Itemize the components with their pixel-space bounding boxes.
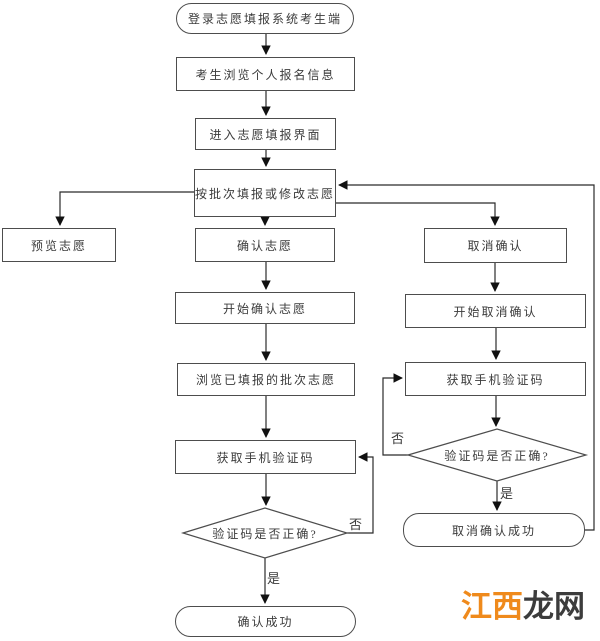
watermark-part1: 江西 — [461, 589, 523, 624]
edge-label-no-mid: 否 — [349, 517, 364, 532]
flow-node-fill-modify: 按批次填报或修改志愿 — [194, 169, 336, 217]
watermark-part2: 龙网 — [523, 589, 585, 624]
flow-node-enter-ui: 进入志愿填报界面 — [195, 118, 336, 150]
edge-fillmodify-preview — [55, 191, 194, 226]
flow-node-cancel-confirm: 取消确认 — [424, 228, 567, 263]
flow-node-confirm: 确认志愿 — [195, 228, 335, 262]
flow-node-start: 登录志愿填报系统考生端 — [176, 3, 354, 34]
decision-label-right: 验证码是否正确? — [444, 448, 550, 463]
decision-diamond-right — [405, 428, 589, 482]
edge-label-yes-right: 是 — [500, 486, 515, 501]
flow-node-cancel-success: 取消确认成功 — [403, 513, 585, 547]
edge-label-no-right: 否 — [391, 431, 406, 446]
edge-checkright-no-loop — [382, 373, 408, 456]
site-watermark: 江西龙网 — [461, 590, 585, 624]
edge-checkmid-no-loop — [347, 452, 374, 534]
edge-cancelsuccess-fillmodify — [338, 180, 595, 531]
flow-node-start-cancel: 开始取消确认 — [405, 294, 586, 328]
edge-fillmodify-cancel — [336, 202, 500, 226]
edge-label-yes-mid: 是 — [267, 571, 282, 586]
flow-node-get-code-right: 获取手机验证码 — [405, 362, 586, 396]
flow-node-browse-info: 考生浏览个人报名信息 — [176, 57, 355, 91]
flow-node-preview: 预览志愿 — [2, 228, 116, 262]
flow-node-start-confirm: 开始确认志愿 — [175, 292, 355, 324]
flow-node-browse-filled: 浏览已填报的批次志愿 — [177, 363, 355, 396]
decision-label-mid: 验证码是否正确? — [212, 526, 318, 541]
flow-node-confirm-success: 确认成功 — [175, 606, 356, 637]
decision-diamond-mid — [180, 507, 350, 559]
flow-node-get-code-mid: 获取手机验证码 — [175, 440, 356, 474]
